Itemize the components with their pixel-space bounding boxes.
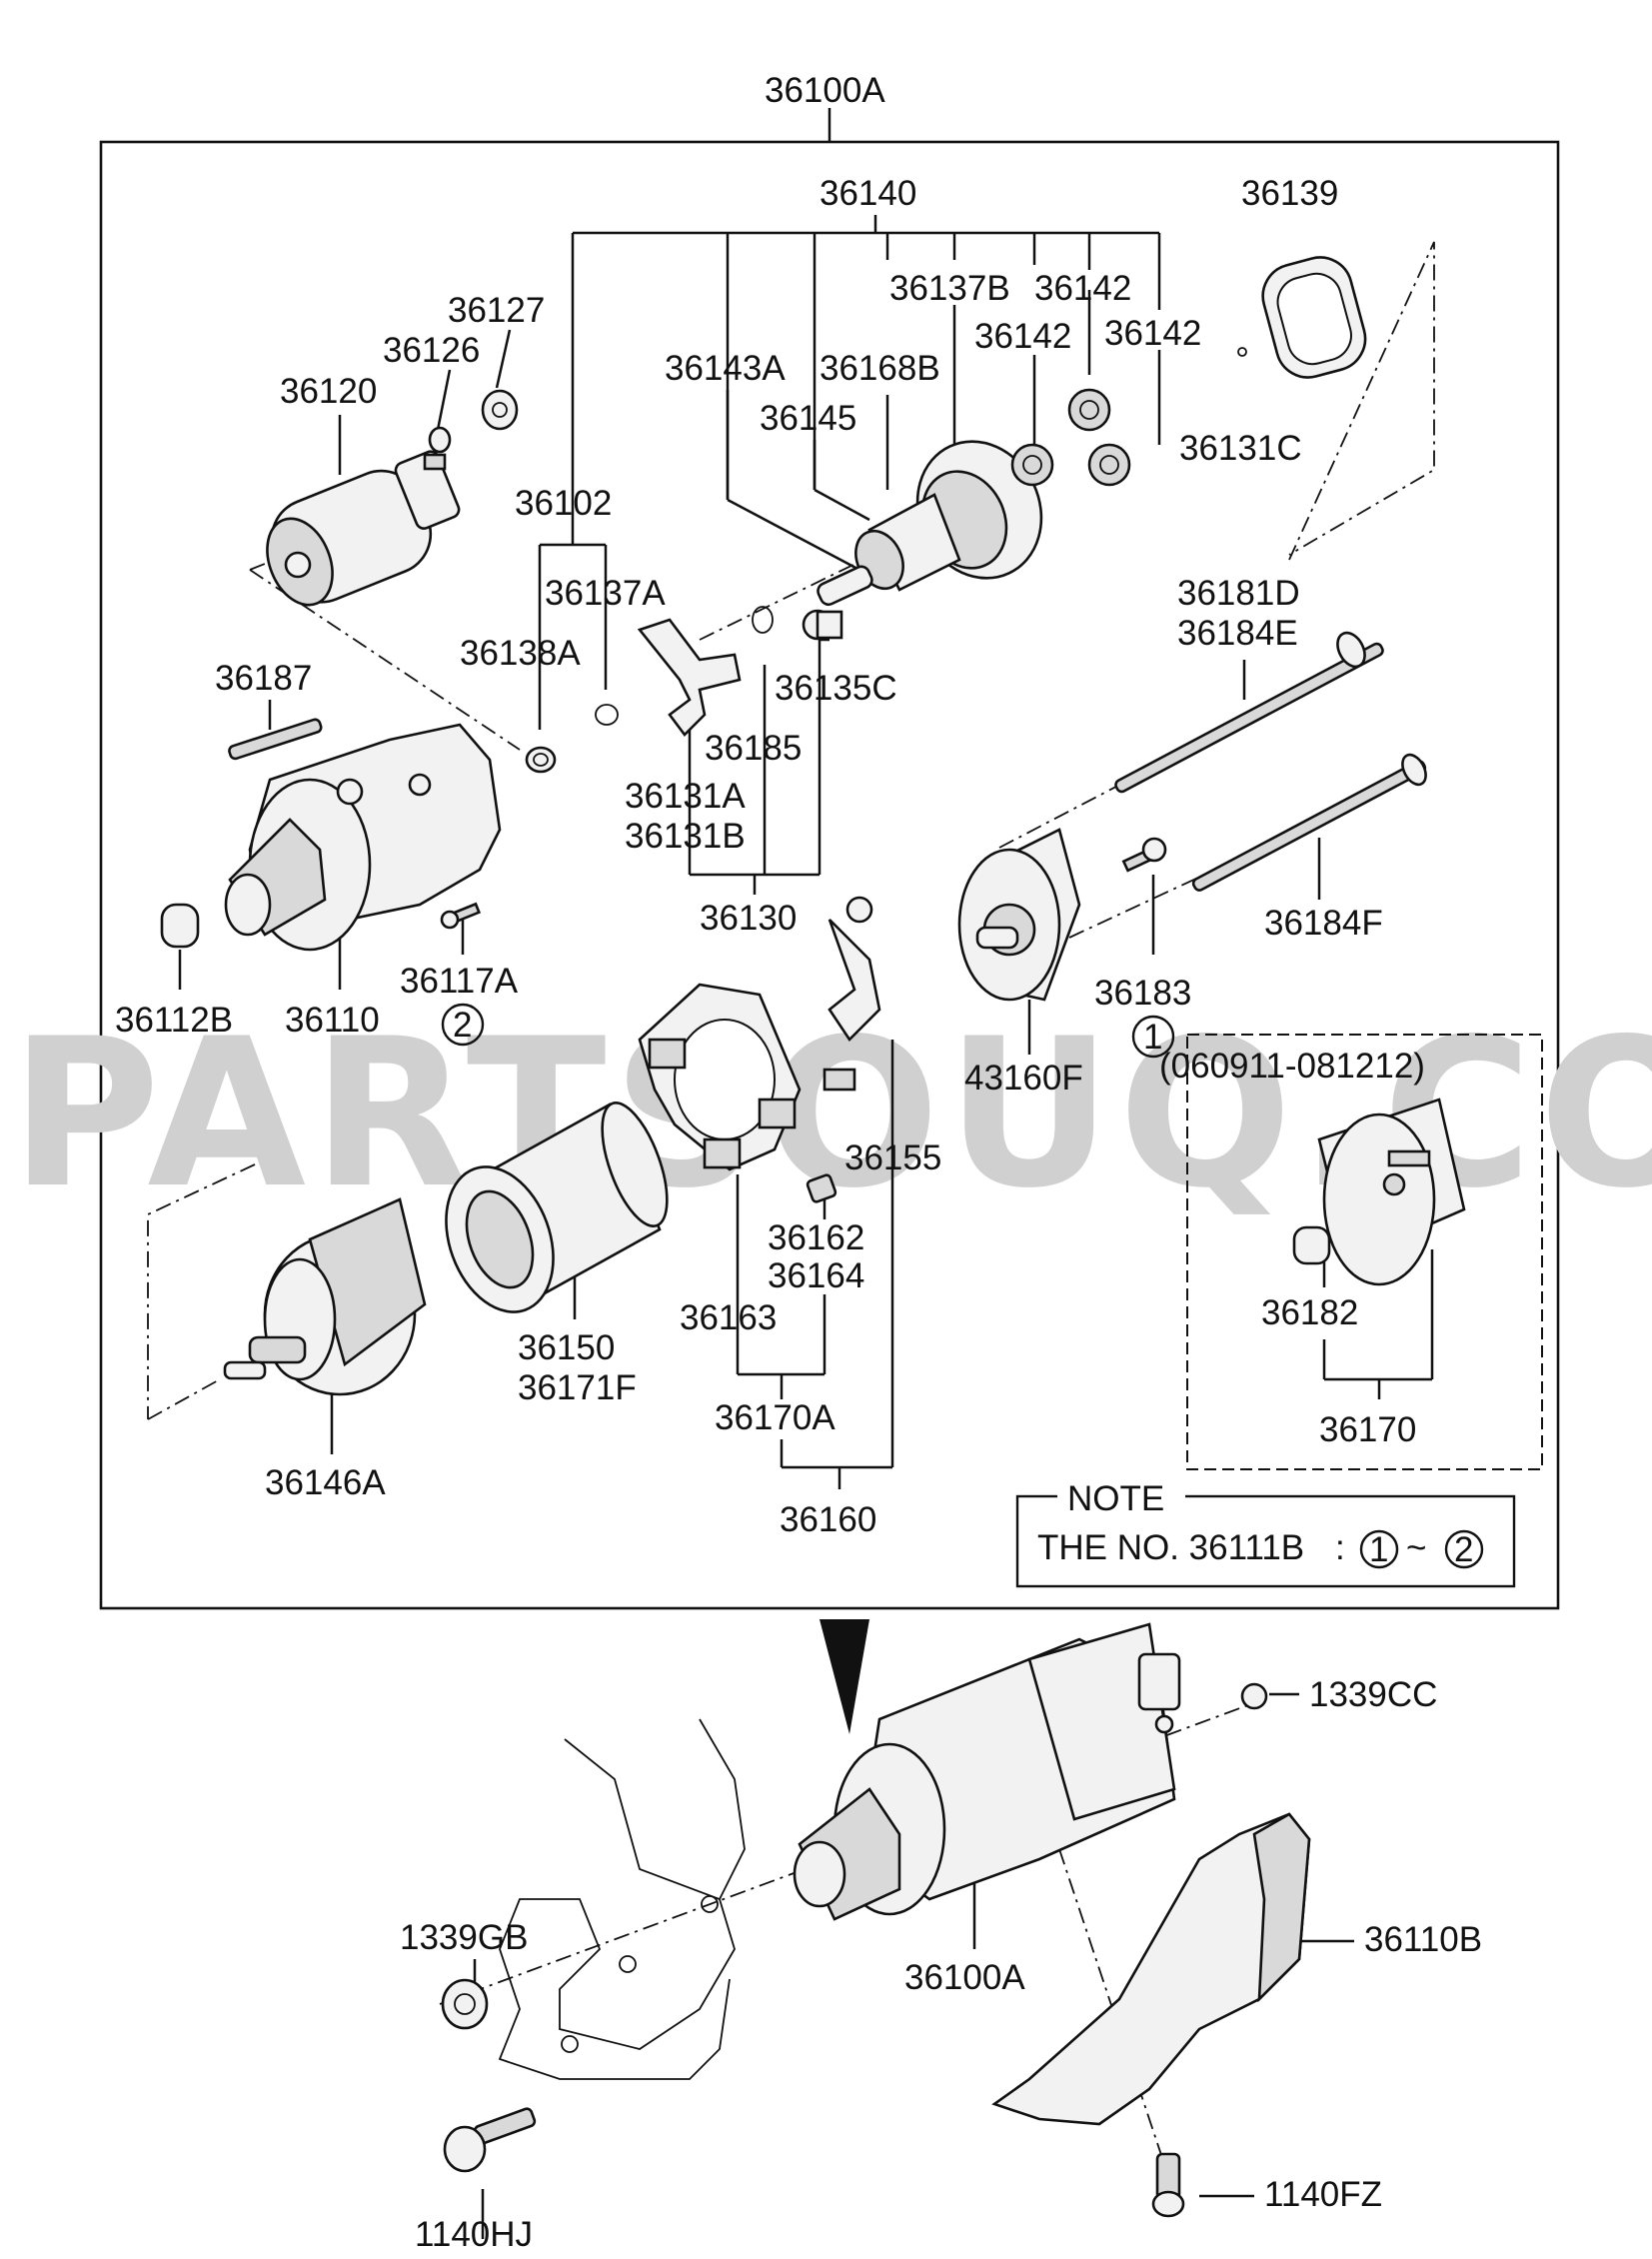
- label-36181D: 36181D: [1177, 574, 1300, 613]
- label-36170A: 36170A: [715, 1398, 835, 1437]
- label-36182: 36182: [1261, 1293, 1358, 1332]
- label-36142-a: 36142: [1034, 269, 1131, 308]
- arrow-pointer: [820, 1619, 869, 1734]
- label-36138A: 36138A: [460, 634, 581, 673]
- label-36110B: 36110B: [1364, 1920, 1482, 1959]
- ring-36139: [1261, 256, 1367, 379]
- pin-36131C: [1237, 347, 1247, 357]
- label-36146A: 36146A: [265, 1463, 386, 1502]
- label-36187: 36187: [215, 659, 312, 698]
- label-36131A: 36131A: [625, 777, 746, 816]
- label-36112B: 36112B: [115, 1001, 233, 1040]
- label-36145: 36145: [760, 399, 856, 438]
- label-36160: 36160: [780, 1500, 876, 1539]
- label-date-range: (060911-081212): [1159, 1047, 1425, 1086]
- label-1339GB: 1339GB: [400, 1918, 528, 1957]
- part-labels: 36100A 36140 36139 36137B 36142 36142 36…: [115, 71, 1482, 2254]
- ring-36185: [752, 606, 774, 634]
- label-36137A: 36137A: [545, 574, 666, 613]
- marker-2-circle: [441, 1003, 485, 1047]
- note-tilde: ~: [1406, 1528, 1426, 1567]
- spring-36162: [806, 1173, 837, 1203]
- note-colon: :: [1335, 1528, 1345, 1567]
- label-36162: 36162: [768, 1218, 864, 1257]
- label-36143A: 36143A: [665, 349, 786, 388]
- label-36130: 36130: [700, 899, 797, 938]
- label-36140: 36140: [820, 174, 916, 213]
- label-36163: 36163: [680, 1298, 777, 1337]
- label-36131B: 36131B: [625, 817, 746, 856]
- armature-36146A: [223, 1197, 427, 1396]
- label-36168B: 36168B: [820, 349, 940, 388]
- yoke-36150: [445, 1102, 669, 1313]
- label-1339CC: 1339CC: [1309, 1675, 1437, 1714]
- label-36139: 36139: [1241, 174, 1338, 213]
- label-1140HJ: 1140HJ: [415, 2215, 533, 2254]
- label-36150: 36150: [518, 1328, 615, 1367]
- label-36155: 36155: [844, 1138, 941, 1177]
- engine-outline: [498, 1718, 746, 2080]
- note-box: NOTE THE NO. 36111B : 1 ~ 2: [1015, 1479, 1516, 1588]
- lever-36131A: [637, 618, 742, 737]
- nut-36127: [481, 389, 519, 431]
- label-36142-c: 36142: [1104, 314, 1201, 353]
- label-36100A-top: 36100A: [765, 71, 885, 110]
- planet-gears-36142: [1010, 388, 1131, 487]
- label-43160F: 43160F: [964, 1059, 1083, 1098]
- label-36117A: 36117A: [400, 962, 519, 1001]
- rear-bracket-43160F: [957, 828, 1081, 1002]
- stop-ring-36135C: [802, 609, 843, 641]
- label-36137B: 36137B: [889, 269, 1010, 308]
- screw-36183: [1121, 837, 1167, 873]
- screw-36117A: [440, 902, 482, 930]
- marker-1-text: 1: [1143, 1018, 1162, 1057]
- label-36184F: 36184F: [1264, 904, 1383, 943]
- stud-36187: [228, 718, 323, 761]
- front-housing-36110: [224, 723, 502, 952]
- heat-shield-36110B: [991, 1812, 1311, 2126]
- brush-holder-36170A: [638, 983, 802, 1171]
- label-36102: 36102: [515, 484, 612, 523]
- bushing-36112B: [160, 903, 200, 949]
- brush-kit-36170: [1317, 1098, 1466, 1286]
- through-bolt-36181D: [1114, 631, 1384, 794]
- label-36135C: 36135C: [775, 669, 897, 708]
- label-36120: 36120: [280, 372, 377, 411]
- label-36127: 36127: [448, 291, 545, 330]
- marker-2-text: 2: [453, 1006, 472, 1045]
- nut-1339CC: [1240, 1682, 1268, 1710]
- label-36171F: 36171F: [518, 1368, 637, 1407]
- label-36142-b: 36142: [974, 317, 1071, 356]
- drive-clutch-assembly: [817, 440, 1043, 607]
- marker-1-circle: [1131, 1015, 1175, 1059]
- label-1140FZ: 1140FZ: [1264, 2175, 1382, 2214]
- leader-lines: [178, 215, 1434, 2239]
- note-range-start: 1: [1369, 1530, 1388, 1569]
- label-36126: 36126: [383, 331, 480, 370]
- bushing-36182: [1292, 1225, 1331, 1265]
- label-36184E: 36184E: [1177, 614, 1298, 653]
- label-36131C: 36131C: [1179, 429, 1302, 468]
- solenoid-36120: [266, 450, 461, 607]
- note-line: THE NO. 36111B: [1037, 1528, 1304, 1567]
- note-title: NOTE: [1067, 1479, 1164, 1518]
- through-bolt-36184F: [1191, 753, 1427, 892]
- label-36170: 36170: [1319, 1410, 1416, 1449]
- nut-1339GB: [441, 1978, 489, 2030]
- ring-36137A: [595, 704, 619, 726]
- washer-36126: [428, 426, 452, 454]
- bolt-1140FZ: [1151, 2152, 1185, 2218]
- label-36164: 36164: [768, 1256, 864, 1295]
- note-range-end: 2: [1454, 1530, 1473, 1569]
- brush-lead-36155: [823, 896, 881, 1092]
- bushing-36138A: [525, 746, 557, 774]
- bolt-1140HJ: [443, 2107, 537, 2173]
- label-36183: 36183: [1094, 974, 1191, 1013]
- starter-assembly-36100A: [793, 1622, 1181, 1921]
- label-36185: 36185: [705, 729, 802, 768]
- label-36110: 36110: [285, 1001, 380, 1040]
- label-36100A-bottom: 36100A: [904, 1958, 1025, 1997]
